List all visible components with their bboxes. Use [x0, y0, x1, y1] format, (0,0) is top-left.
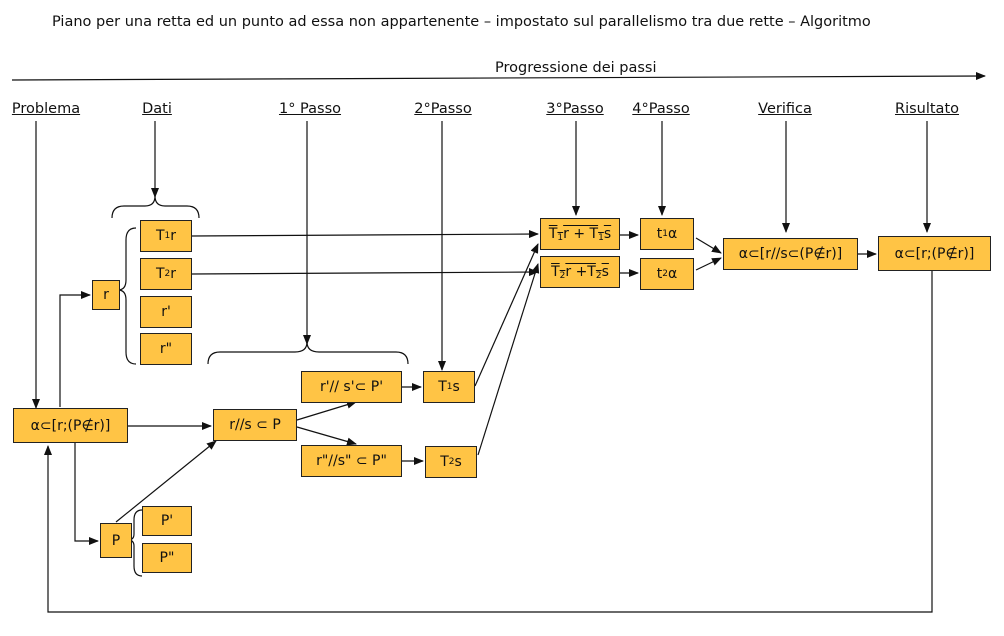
header-passo-2: 2°Passo: [414, 101, 472, 117]
t2r-t2s-box: T2r +T2s: [540, 256, 620, 288]
arrow-t1r-line1: [191, 230, 539, 239]
r2s2-P2-box: r"//s" ⊂ P": [301, 445, 402, 477]
diagram-title: Piano per una retta ed un punto ad essa …: [52, 14, 871, 30]
r-double-prime-box: r": [140, 333, 192, 365]
header-problema: Problema: [11, 101, 81, 117]
brace-dati: [111, 195, 200, 219]
progression-arrow: [11, 72, 986, 81]
brace-r: [117, 227, 137, 365]
header-passo-3: 3°Passo: [546, 101, 604, 117]
result-box: α⊂[r;(P∉r)]: [878, 236, 991, 271]
arrow-rs-r1s1: [296, 400, 357, 421]
t1r-t1s-box: T1r + T1s: [540, 218, 620, 250]
arrow-feedback-loop: [44, 271, 933, 613]
rs-in-P-box: r//s ⊂ P: [213, 409, 297, 441]
header-passo-1: 1° Passo: [278, 101, 342, 117]
progression-label: Progressione dei passi: [495, 60, 657, 76]
arrow-problem-r: [59, 291, 91, 407]
P-double-prime-box: P": [142, 543, 192, 573]
header-risultato: Risultato: [894, 101, 960, 117]
header-verifica: Verifica: [758, 101, 812, 117]
arrow-P-rs: [115, 440, 217, 523]
r-box: r: [92, 280, 120, 310]
r1s1-P1-box: r'// s'⊂ P': [301, 371, 402, 403]
r-prime-box: r': [140, 296, 192, 328]
arrow-t2alpha-verify: [695, 257, 722, 271]
arrow-t2r-line2: [191, 268, 539, 277]
arrow-t2s-line2: [477, 263, 540, 456]
arrow-t1alpha-verify: [695, 237, 722, 254]
arrow-t1s-line1: [474, 243, 539, 387]
verify-box: α⊂[r//s⊂(P∉r)]: [723, 238, 858, 270]
brace-passo1: [207, 341, 409, 365]
arrow-rs-r2s2: [296, 426, 357, 446]
arrow-problem-P: [74, 443, 99, 545]
header-passo-4: 4°Passo: [632, 101, 690, 117]
P-prime-box: P': [142, 506, 192, 536]
header-dati: Dati: [142, 101, 172, 117]
problem-box: α⊂[r;(P∉r)]: [13, 408, 128, 443]
P-box: P: [100, 523, 132, 558]
